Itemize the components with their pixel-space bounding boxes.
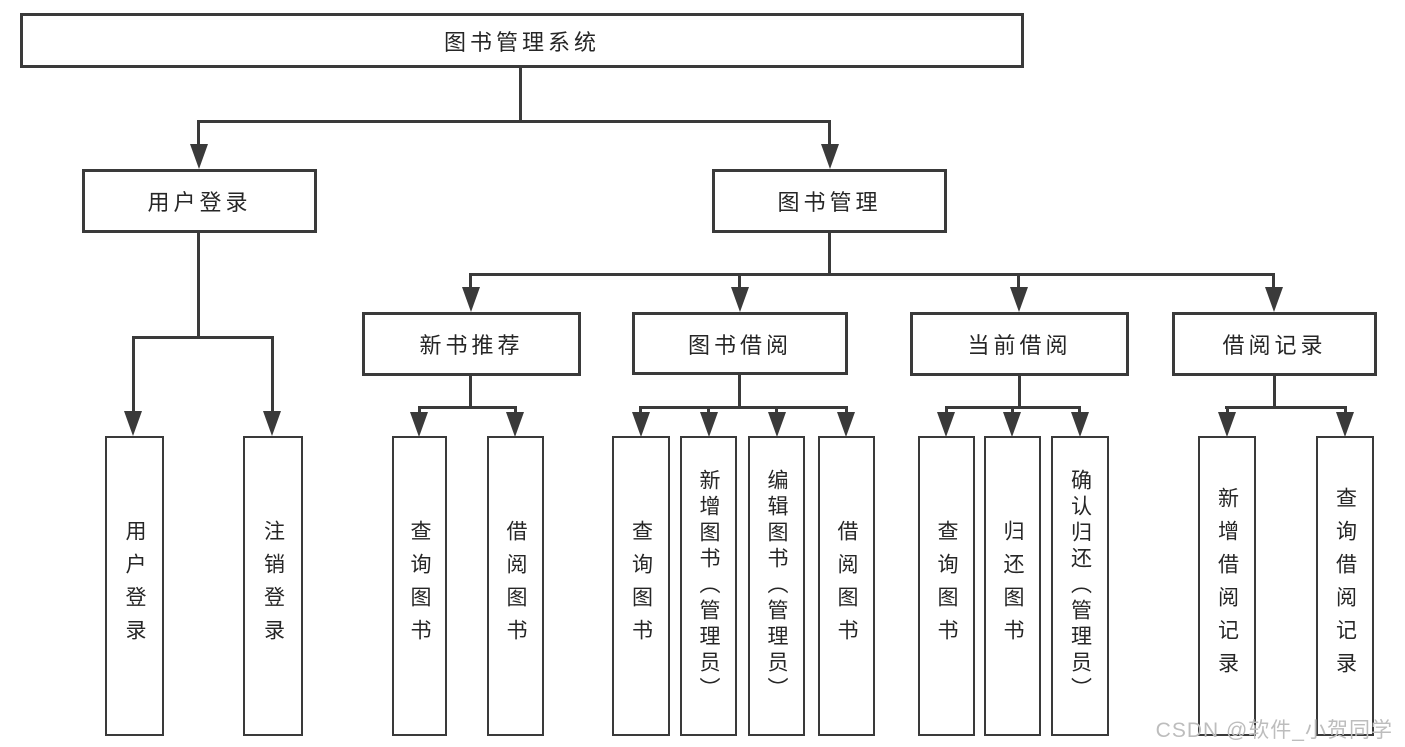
node-new-book-recommend: 新书推荐 — [362, 312, 581, 376]
node-leaf-add-book-admin: 新增图书（管理员） — [680, 436, 737, 736]
node-label: 注销登录 — [261, 520, 285, 652]
node-borrow-record: 借阅记录 — [1172, 312, 1377, 376]
node-leaf-confirm-return-admin: 确认归还（管理员） — [1051, 436, 1109, 736]
node-label: 借阅记录 — [1222, 333, 1327, 358]
connector-line — [707, 406, 710, 414]
arrowhead-down-icon — [1010, 287, 1028, 312]
node-label: 图书管理系统 — [443, 29, 600, 55]
node-leaf-query-borrow-record: 查询借阅记录 — [1316, 436, 1374, 736]
connector-line — [132, 336, 274, 339]
connector-line — [1078, 406, 1081, 414]
node-leaf-query-book-recommend: 查询图书 — [392, 436, 447, 736]
connector-line — [418, 406, 421, 414]
node-book-borrow: 图书借阅 — [632, 312, 848, 375]
connector-line — [828, 120, 831, 146]
arrowhead-down-icon — [190, 144, 208, 169]
connector-line — [418, 406, 517, 409]
connector-line — [845, 406, 848, 414]
connector-line — [639, 406, 642, 414]
connector-line — [738, 375, 741, 406]
connector-line — [775, 406, 778, 414]
node-label: 新书推荐 — [419, 333, 524, 358]
connector-line — [1273, 376, 1276, 406]
connector-line — [197, 120, 200, 146]
node-label: 用户登录 — [123, 520, 146, 652]
arrowhead-down-icon — [124, 411, 142, 436]
arrowhead-down-icon — [1265, 287, 1283, 312]
node-root-library-system: 图书管理系统 — [20, 13, 1024, 68]
node-label: 查询图书 — [935, 520, 958, 652]
arrowhead-down-icon — [1336, 412, 1354, 437]
arrowhead-down-icon — [1071, 412, 1089, 437]
node-label: 借阅图书 — [504, 520, 527, 652]
node-current-borrow: 当前借阅 — [910, 312, 1129, 376]
connector-line — [197, 120, 831, 123]
node-leaf-logout: 注销登录 — [243, 436, 303, 736]
node-book-management: 图书管理 — [712, 169, 947, 233]
node-label: 归还图书 — [1001, 520, 1024, 652]
connector-line — [945, 406, 948, 414]
node-leaf-borrow-book: 借阅图书 — [818, 436, 875, 736]
arrowhead-down-icon — [263, 411, 281, 436]
node-label: 当前借阅 — [967, 333, 1072, 358]
connector-line — [271, 336, 274, 412]
node-label: 新增借阅记录 — [1215, 487, 1239, 685]
node-leaf-borrow-book-recommend: 借阅图书 — [487, 436, 544, 736]
csdn-watermark: CSDN @软件_小贺同学 — [1155, 719, 1393, 742]
arrowhead-down-icon — [937, 412, 955, 437]
arrowhead-down-icon — [1003, 412, 1021, 437]
node-label: 查询图书 — [629, 520, 653, 652]
node-label: 图书管理 — [777, 190, 882, 215]
connector-line — [197, 233, 200, 336]
arrowhead-down-icon — [410, 412, 428, 437]
connector-line — [132, 336, 135, 412]
connector-line — [1018, 376, 1021, 406]
arrowhead-down-icon — [821, 144, 839, 169]
node-leaf-edit-book-admin: 编辑图书（管理员） — [748, 436, 805, 736]
node-label: 查询图书 — [408, 520, 431, 652]
connector-line — [469, 376, 472, 406]
arrowhead-down-icon — [462, 287, 480, 312]
node-leaf-user-login: 用户登录 — [105, 436, 164, 736]
node-leaf-query-book-borrow: 查询图书 — [612, 436, 670, 736]
connector-line — [1226, 406, 1229, 414]
node-leaf-add-borrow-record: 新增借阅记录 — [1198, 436, 1256, 736]
node-leaf-query-book-current: 查询图书 — [918, 436, 975, 736]
connector-line — [469, 273, 1275, 276]
connector-line — [828, 233, 831, 273]
connector-line — [469, 273, 472, 289]
connector-line — [738, 273, 741, 289]
connector-line — [514, 406, 517, 414]
node-label: 图书借阅 — [687, 332, 792, 358]
connector-line — [1344, 406, 1347, 414]
connector-line — [519, 68, 522, 120]
node-label: 查询借阅记录 — [1333, 487, 1357, 685]
arrowhead-down-icon — [632, 412, 650, 437]
arrowhead-down-icon — [1218, 412, 1236, 437]
connector-line — [1272, 273, 1275, 289]
arrowhead-down-icon — [837, 412, 855, 437]
arrowhead-down-icon — [700, 412, 718, 437]
arrowhead-down-icon — [506, 412, 524, 437]
node-label: 新增图书（管理员） — [697, 469, 720, 703]
connector-line — [1011, 406, 1014, 414]
node-user-login: 用户登录 — [82, 169, 317, 233]
arrowhead-down-icon — [768, 412, 786, 437]
node-label: 用户登录 — [147, 190, 252, 215]
connector-line — [1017, 273, 1020, 289]
node-label: 借阅图书 — [835, 520, 858, 652]
connector-line — [639, 406, 848, 409]
connector-line — [1225, 406, 1346, 409]
node-label: 编辑图书（管理员） — [765, 469, 788, 703]
arrowhead-down-icon — [731, 287, 749, 312]
node-leaf-return-book: 归还图书 — [984, 436, 1041, 736]
node-label: 确认归还（管理员） — [1068, 469, 1092, 703]
